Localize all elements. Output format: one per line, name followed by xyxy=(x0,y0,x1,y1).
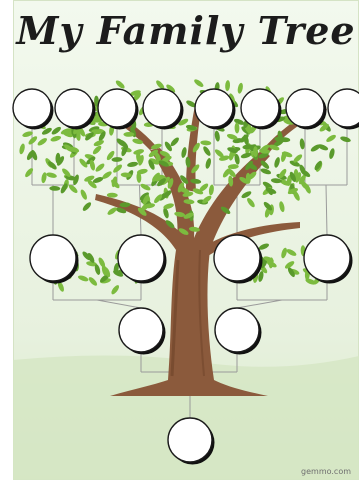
photo-frame-circle xyxy=(195,89,233,127)
leaf xyxy=(340,135,352,143)
leaf xyxy=(317,143,329,152)
leaf xyxy=(81,201,92,212)
leaf xyxy=(110,284,120,296)
leaf xyxy=(46,172,58,179)
leaf xyxy=(237,82,244,94)
leaf xyxy=(111,157,122,162)
leaf xyxy=(278,201,285,213)
leaf xyxy=(50,125,62,135)
leaf xyxy=(49,186,60,191)
leaf xyxy=(273,156,281,168)
leaf xyxy=(280,247,288,259)
leaf xyxy=(112,163,123,174)
leaf xyxy=(205,157,212,169)
photo-frame-circle xyxy=(214,235,260,281)
leaf xyxy=(225,80,231,91)
photo-frame-circle xyxy=(98,89,136,127)
leaf xyxy=(127,161,139,168)
leaf xyxy=(140,182,152,191)
photo-frame-circle xyxy=(13,89,51,127)
photo-frame-circle xyxy=(118,235,164,281)
photo-frame-great-grandparents-8 xyxy=(328,89,359,130)
photo-frame-grandparents-1 xyxy=(30,235,79,284)
photo-frame-circle xyxy=(119,308,163,352)
photo-frame-circle xyxy=(304,235,350,281)
leaf xyxy=(193,78,205,88)
photo-frame-circle xyxy=(286,89,324,127)
leaf xyxy=(92,144,103,155)
leaf xyxy=(77,274,89,282)
photo-frame-circle xyxy=(30,235,76,281)
leaf xyxy=(208,184,214,196)
photo-frame-grandparents-4 xyxy=(304,235,353,284)
photo-frame-grandparents-2 xyxy=(118,235,167,284)
leaf xyxy=(18,143,25,155)
photo-frame-circle xyxy=(241,89,279,127)
photo-frame-parents-1 xyxy=(119,308,166,355)
leaf xyxy=(107,193,118,198)
leaf xyxy=(50,135,62,143)
leaf xyxy=(79,189,88,201)
leaf xyxy=(214,130,220,142)
leaf xyxy=(202,145,212,157)
photo-frame-parents-2 xyxy=(215,308,262,355)
leaf xyxy=(328,148,335,160)
photo-frame-grandparents-3 xyxy=(214,235,263,284)
leaf xyxy=(240,190,252,200)
leaf xyxy=(169,136,180,147)
leaf xyxy=(246,197,256,209)
leaf xyxy=(87,276,98,287)
photo-frame-circle xyxy=(168,418,212,462)
photo-frame-great-grandparents-1 xyxy=(13,89,54,130)
leaf xyxy=(200,140,211,146)
leaf xyxy=(325,133,337,143)
leaf xyxy=(106,206,118,216)
photo-frame-circle xyxy=(215,308,259,352)
leaf xyxy=(260,167,272,175)
leaf xyxy=(285,248,297,257)
leaf xyxy=(299,138,305,149)
photo-frame-great-grandparents-2 xyxy=(55,89,96,130)
leaf xyxy=(94,162,105,173)
brand-watermark: gemmo.com xyxy=(301,467,351,476)
connector-line xyxy=(97,300,141,308)
page-title: My Family Tree xyxy=(13,8,359,53)
photo-frame-circle xyxy=(143,89,181,127)
leaf xyxy=(181,147,188,159)
leaf xyxy=(123,132,134,137)
photo-frame-circle xyxy=(328,89,359,127)
connector-line xyxy=(326,185,327,235)
leaf xyxy=(24,167,35,179)
photo-frame-circle xyxy=(55,89,93,127)
connector-line xyxy=(237,300,282,308)
leaf xyxy=(114,79,125,90)
leaf xyxy=(36,137,48,147)
leaf xyxy=(27,135,38,146)
